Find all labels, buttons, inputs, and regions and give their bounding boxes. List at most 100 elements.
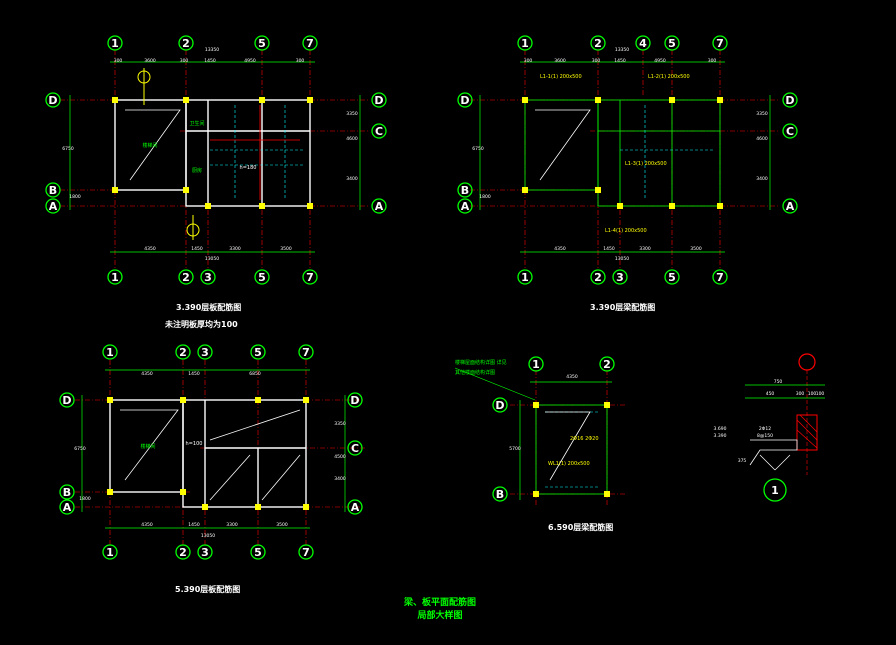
axis-bubble: 7	[712, 35, 728, 51]
svg-text:4: 4	[639, 37, 647, 50]
dim-label: 1450	[204, 58, 216, 64]
dim-label: 3350	[334, 421, 346, 427]
svg-text:5: 5	[254, 346, 262, 359]
svg-text:7: 7	[306, 271, 314, 284]
axis-bubble: B	[457, 182, 473, 198]
svg-text:5: 5	[254, 546, 262, 559]
dim-label: 6750	[472, 146, 484, 152]
svg-text:B: B	[49, 184, 57, 197]
dim-label: 300	[592, 58, 601, 64]
room-label: 卫生间	[189, 120, 204, 127]
svg-text:A: A	[375, 200, 384, 213]
beam-label: L1-1(1) 200x500	[540, 74, 582, 80]
svg-text:1: 1	[532, 358, 540, 371]
level-label: 3.690	[714, 426, 727, 432]
svg-text:B: B	[461, 184, 469, 197]
axis-bubble: 3	[197, 344, 213, 360]
axis-bubble: 5	[250, 544, 266, 560]
axis-bubble: B	[45, 182, 61, 198]
axis-bubble: 5	[250, 344, 266, 360]
axis-bubble: A	[45, 198, 61, 214]
sheet-title: 梁、板平面配筋图	[403, 596, 476, 608]
detail-label: 2Φ12	[759, 426, 771, 432]
axis-bubble: 4	[635, 35, 651, 51]
detail-label: 8@150	[757, 433, 773, 439]
level-label: 3.390	[714, 433, 727, 439]
svg-text:D: D	[374, 94, 383, 107]
svg-text:2: 2	[182, 37, 190, 50]
detail-1	[745, 353, 825, 475]
svg-text:B: B	[496, 488, 504, 501]
dim-label: 4950	[244, 58, 256, 64]
svg-text:2: 2	[603, 358, 611, 371]
room-label: 楼梯间	[140, 443, 155, 450]
dim-label: 4350	[566, 374, 578, 380]
dim-label: 4350	[144, 246, 156, 252]
dim-label: 3400	[334, 476, 346, 482]
svg-text:5: 5	[258, 37, 266, 50]
svg-text:5: 5	[668, 271, 676, 284]
svg-text:3: 3	[204, 271, 212, 284]
note-label: 其他楼面结构详图	[455, 369, 495, 376]
beam-label: WL1(1) 200x500	[548, 461, 590, 467]
plan-title: 5.390层板配筋图	[175, 584, 240, 594]
axis-bubble: D	[782, 92, 798, 108]
axis-bubble: D	[371, 92, 387, 108]
axis-bubble: A	[457, 198, 473, 214]
axis-bubble: A	[782, 198, 798, 214]
axis-bubble: 2	[590, 35, 606, 51]
dim-label: 3500	[690, 246, 702, 252]
svg-text:C: C	[786, 125, 794, 138]
svg-text:C: C	[351, 442, 359, 455]
detail-marker: 1	[763, 478, 787, 502]
dim-label: 300	[524, 58, 533, 64]
dim-label: 1450	[191, 246, 203, 252]
axis-bubble: 2	[590, 269, 606, 285]
svg-text:2: 2	[182, 271, 190, 284]
axis-bubble: 7	[712, 269, 728, 285]
dim-label: 4600	[346, 136, 358, 142]
svg-text:D: D	[48, 94, 57, 107]
beam-label: 2Φ16 2Φ20	[570, 436, 599, 442]
dim-label: 1450	[603, 246, 615, 252]
dim-label: 6750	[62, 146, 74, 152]
axis-bubble: 1	[528, 356, 544, 372]
svg-text:1: 1	[111, 271, 119, 284]
plan-title: 6.590层梁配筋图	[548, 522, 613, 532]
axis-bubble: A	[371, 198, 387, 214]
axis-bubble: B	[492, 486, 508, 502]
svg-text:A: A	[63, 501, 72, 514]
axis-bubble: D	[492, 397, 508, 413]
axis-bubble: 2	[599, 356, 615, 372]
axis-bubble: 1	[102, 544, 118, 560]
axis-bubble: D	[347, 392, 363, 408]
svg-text:2: 2	[179, 346, 187, 359]
dim-label: 13350	[205, 47, 219, 53]
svg-text:7: 7	[716, 271, 724, 284]
dim-label: 1450	[188, 371, 200, 377]
axis-bubble: C	[371, 123, 387, 139]
svg-text:D: D	[350, 394, 359, 407]
dim-label: 300	[180, 58, 189, 64]
plan-small	[454, 367, 625, 505]
room-label: 厨房	[192, 167, 202, 174]
svg-text:A: A	[786, 200, 795, 213]
dim-label: 6750	[74, 446, 86, 452]
svg-text:A: A	[49, 200, 58, 213]
dim-label: 1800	[69, 194, 81, 200]
svg-text:A: A	[351, 501, 360, 514]
dim-label: 13050	[205, 256, 219, 262]
svg-text:C: C	[375, 125, 383, 138]
axis-bubble: 2	[175, 344, 191, 360]
dim-label: 300	[114, 58, 123, 64]
svg-text:1: 1	[111, 37, 119, 50]
axis-bubble: 1	[107, 35, 123, 51]
svg-text:D: D	[785, 94, 794, 107]
room-label: 楼梯间	[142, 142, 157, 149]
dim-label: 3300	[639, 246, 651, 252]
plan-bottom-left	[75, 360, 365, 545]
thickness-label: h=180	[240, 165, 257, 171]
axis-bubble: 5	[254, 35, 270, 51]
note-label: 楼梯屋面结构详图 详见	[455, 359, 507, 366]
